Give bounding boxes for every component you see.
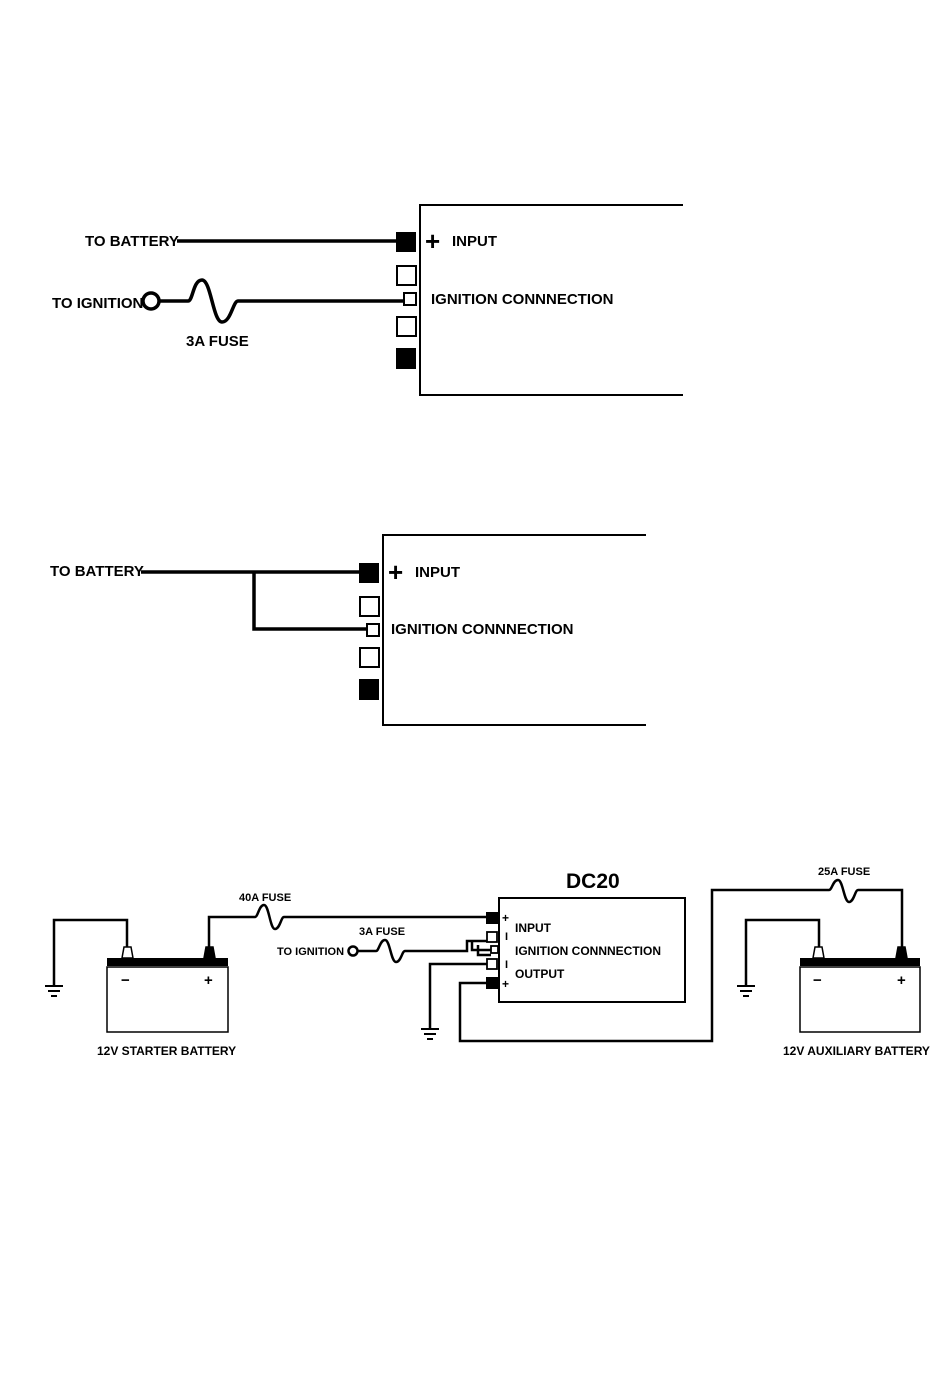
ignition-connection-label: IGNITION CONNNECTION — [391, 621, 574, 638]
ground-icon — [45, 986, 63, 996]
starter-plus-sign: + — [204, 972, 213, 989]
output-terminal — [486, 977, 498, 989]
ignition-terminal-lower — [487, 959, 497, 969]
fuse-3a-icon — [358, 940, 487, 962]
ignition-terminal — [367, 624, 379, 636]
to-battery-label: TO BATTERY — [50, 563, 144, 580]
auxiliary-negative-post — [813, 947, 824, 958]
ground-terminal — [396, 348, 416, 369]
input-label: INPUT — [452, 233, 497, 250]
input-label: INPUT — [415, 564, 460, 581]
input-label: INPUT — [515, 921, 552, 935]
to-ignition-label: TO IGNITION — [52, 295, 143, 312]
device-ground-wire — [430, 964, 487, 1028]
pin-plus-top: + — [502, 911, 509, 925]
ground-icon — [737, 986, 755, 996]
to-battery-label: TO BATTERY — [85, 233, 179, 250]
jumper-wire — [254, 572, 367, 629]
ignition-connector-icon — [143, 293, 159, 309]
to-ignition-label: TO IGNITION — [277, 946, 344, 958]
ignition-terminal — [491, 946, 498, 953]
ignition-connector-icon — [349, 947, 358, 956]
output-wire — [460, 890, 829, 1041]
ignition-connection-label: IGNITION CONNNECTION — [515, 944, 661, 958]
pin-plus-bottom: + — [502, 977, 509, 991]
starter-minus-sign: − — [121, 972, 130, 989]
pin-i-upper: I — [505, 931, 508, 943]
input-plus-sign: + — [425, 226, 440, 256]
auxiliary-positive-post — [896, 947, 907, 958]
fuse-40a-label: 40A FUSE — [239, 892, 291, 904]
starter-negative-post — [122, 947, 133, 958]
input-terminal — [359, 563, 379, 583]
input-plus-sign: + — [388, 557, 403, 587]
pin-i-lower: I — [505, 959, 508, 971]
fuse-3a-label: 3A FUSE — [359, 926, 405, 938]
unused-terminal — [360, 648, 379, 667]
starter-battery-top — [107, 958, 228, 966]
diagram-1-standard-wiring: TO BATTERY TO IGNITION 3A FUSE + INPUT I… — [52, 205, 683, 395]
starter-positive-post — [204, 947, 215, 958]
ground-icon — [421, 1029, 439, 1039]
diagram-2-jumper-wiring: TO BATTERY + INPUT IGNITION CONNNECTION — [50, 535, 646, 725]
auxiliary-plus-sign: + — [897, 972, 906, 989]
auxiliary-minus-sign: − — [813, 972, 822, 989]
input-terminal — [396, 232, 416, 252]
unused-terminal — [360, 597, 379, 616]
auxiliary-battery-label: 12V AUXILIARY BATTERY — [783, 1044, 930, 1058]
fuse-label: 3A FUSE — [186, 333, 249, 350]
output-label: OUTPUT — [515, 967, 565, 981]
fuse-25a-label: 25A FUSE — [818, 866, 870, 878]
diagram-3-dual-battery-wiring: DC20 + I I + INPUT IGNITION CONNNECTION … — [45, 866, 930, 1058]
ignition-connection-label: IGNITION CONNNECTION — [431, 291, 614, 308]
unused-terminal — [397, 266, 416, 285]
unused-terminal — [397, 317, 416, 336]
fuse-25a-icon — [829, 880, 902, 947]
starter-battery-label: 12V STARTER BATTERY — [97, 1044, 236, 1058]
auxiliary-battery-top — [800, 958, 920, 966]
ignition-terminal-upper — [487, 932, 497, 942]
fuse-icon — [159, 280, 404, 322]
ground-terminal — [359, 679, 379, 700]
input-terminal — [486, 912, 498, 924]
dc20-title: DC20 — [566, 870, 620, 893]
fuse-40a-icon — [209, 905, 486, 947]
ignition-terminal — [404, 293, 416, 305]
